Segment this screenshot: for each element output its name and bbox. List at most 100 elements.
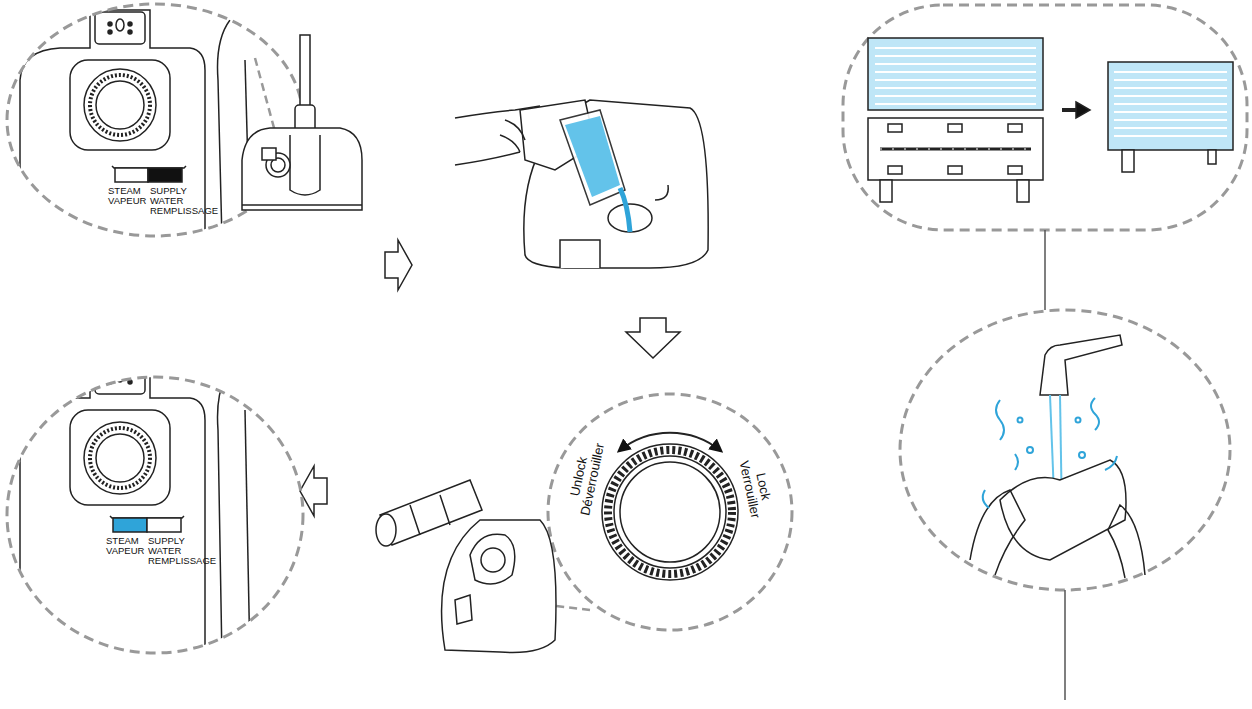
zoom-bottom	[218, 370, 231, 660]
pour-water	[620, 188, 630, 232]
dial-zoom	[608, 450, 732, 574]
zoom-bottom	[147, 518, 181, 532]
pour-water	[560, 110, 625, 205]
filter-panel	[868, 38, 1043, 110]
zoom-top	[70, 60, 170, 150]
zoom-bottom	[20, 360, 250, 660]
wash-filter	[900, 310, 1230, 700]
pour-water	[500, 120, 525, 152]
wash-filter	[1079, 452, 1085, 458]
dial-zoom	[620, 462, 720, 562]
wash-filter	[1091, 398, 1099, 430]
indicator-label: STEAM VAPEUR	[106, 536, 144, 556]
mop-front	[242, 35, 362, 210]
mop-front	[262, 148, 276, 160]
filter-panel	[880, 148, 1031, 151]
pour-water	[560, 240, 600, 268]
wash-filter	[1000, 460, 1126, 560]
wash-filter	[1018, 418, 1023, 423]
zoom-bottom	[245, 410, 250, 660]
zoom-top	[90, 75, 150, 135]
zoom-bottom	[128, 372, 132, 376]
zoom-bottom	[84, 422, 156, 494]
mop-lock	[481, 548, 505, 572]
mop-lock	[376, 480, 556, 653]
mop-lock	[442, 520, 556, 653]
mop-front	[290, 135, 320, 195]
filter-panel	[868, 118, 1043, 180]
zoom-top	[108, 30, 112, 34]
dial-zoom	[614, 456, 726, 568]
zoom-top	[148, 168, 182, 182]
wash-filter	[970, 490, 1025, 575]
wash-filter	[996, 400, 1004, 440]
dial-zoom	[548, 394, 792, 630]
zoom-top	[128, 30, 132, 34]
mop-front	[242, 204, 362, 206]
mop-lock	[376, 514, 396, 546]
wash-filter	[900, 310, 1230, 590]
mop-lock	[455, 595, 472, 624]
pour-water	[655, 185, 668, 200]
filter-panel	[888, 124, 902, 132]
filter-panel	[1114, 72, 1227, 136]
filter-panel	[1108, 62, 1233, 150]
filter-panel	[843, 5, 1247, 310]
filter-panel	[843, 5, 1247, 230]
wash-filter	[1015, 454, 1018, 470]
filter-panel	[1122, 150, 1134, 172]
zoom-top	[116, 19, 124, 31]
zoom-bottom	[113, 518, 147, 532]
wash-filter	[1064, 590, 1066, 700]
wash-filter	[1040, 335, 1122, 395]
dial-zoom	[602, 444, 738, 580]
filter-panel	[1008, 124, 1022, 132]
indicator-label: SUPPLY WATER REMPLISSAGE	[150, 186, 218, 216]
mop-front	[300, 35, 310, 110]
pour-water	[455, 152, 520, 165]
zoom-top	[20, 10, 250, 240]
step-arrow	[300, 466, 327, 516]
wash-filter	[1108, 505, 1145, 578]
step-arrow	[626, 318, 680, 358]
filter-panel	[1208, 150, 1216, 164]
zoom-bottom	[90, 428, 150, 488]
filter-panel	[948, 166, 962, 174]
indicator-label: SUPPLY WATER REMPLISSAGE	[148, 536, 216, 566]
zoom-bottom	[7, 360, 303, 660]
filter-panel	[1114, 72, 1227, 136]
mop-lock	[470, 534, 515, 584]
zoom-bottom	[108, 372, 112, 376]
zoom-bottom	[7, 377, 303, 653]
pour-water	[455, 100, 708, 268]
wash-filter	[1027, 447, 1033, 453]
filter-panel	[1076, 102, 1090, 118]
pour-water	[565, 116, 620, 197]
filter-panel	[875, 48, 1036, 104]
zoom-top	[218, 20, 231, 240]
wash-filter	[983, 490, 989, 508]
filter-panel	[875, 48, 1036, 104]
zoom-bottom	[20, 360, 205, 660]
mop-front	[242, 128, 362, 210]
filter-panel	[880, 149, 1031, 150]
zoom-top	[128, 22, 132, 26]
filter-panel	[948, 124, 962, 132]
mop-lock	[410, 495, 450, 535]
zoom-top	[95, 12, 145, 44]
wash-filter	[1105, 456, 1117, 470]
step-arrow	[385, 240, 412, 290]
filter-panel	[1008, 166, 1022, 174]
zoom-top	[84, 69, 156, 141]
zoom-bottom	[70, 410, 170, 505]
indicator-label: STEAM VAPEUR	[108, 186, 146, 206]
filter-panel	[888, 166, 902, 174]
zoom-top	[96, 81, 144, 129]
wash-filter	[983, 398, 1117, 508]
zoom-bottom	[96, 434, 144, 482]
wash-filter	[1076, 418, 1081, 423]
filter-panel	[880, 180, 892, 202]
dial-zoom	[619, 433, 721, 451]
